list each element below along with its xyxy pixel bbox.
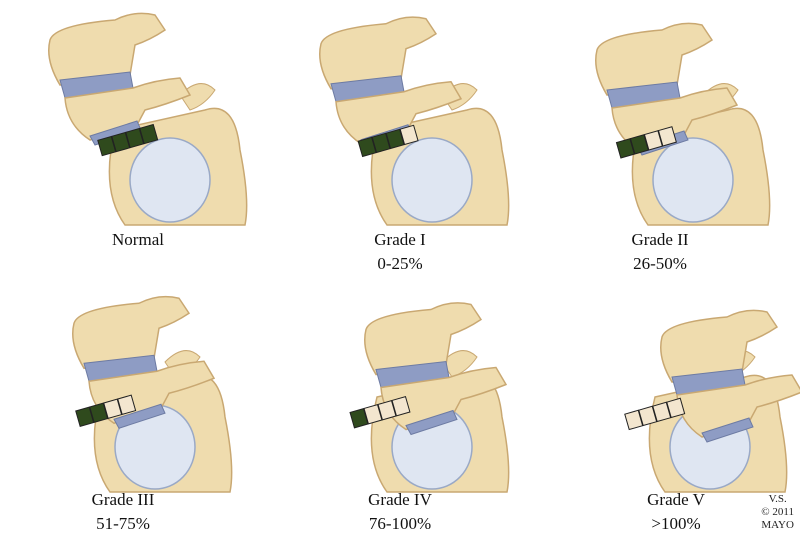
- grade-square: [643, 130, 663, 151]
- grade-square: [97, 135, 117, 157]
- grade-square: [624, 409, 644, 431]
- grade-square: [111, 131, 131, 153]
- grade-square: [103, 398, 123, 420]
- disc-l5-s1: [405, 409, 458, 436]
- sacral-facet: [179, 83, 216, 111]
- disc-l5-s1: [701, 417, 754, 443]
- grade-square: [75, 406, 95, 428]
- vertebra-l4: [660, 309, 779, 383]
- disc-l5-s1: [113, 403, 166, 429]
- vertebra-l5: [64, 77, 192, 141]
- panel-grade-2: [528, 0, 794, 267]
- grade-square: [615, 138, 635, 159]
- grade-square: [666, 397, 686, 419]
- grade-square: [657, 126, 677, 147]
- artist-signature: V.S. © 2011 MAYO: [761, 493, 794, 531]
- grade-square: [125, 127, 145, 149]
- lumbar-spine: [660, 309, 800, 443]
- panel-grade-5: [545, 267, 800, 534]
- grade-square: [629, 134, 649, 155]
- grade-square: [139, 123, 159, 145]
- vertebra-l4: [48, 12, 167, 86]
- sacral-ala: [129, 137, 211, 223]
- grade-square: [349, 407, 369, 429]
- vertebra-l5: [676, 374, 800, 438]
- label-normal: Normal: [112, 230, 164, 249]
- grade-square: [399, 124, 419, 146]
- grade-square: [363, 403, 383, 425]
- vertebra-l5: [335, 80, 463, 145]
- grade-square: [377, 399, 397, 421]
- label-grade-5: Grade V>100%: [647, 490, 705, 533]
- grade-square: [652, 401, 672, 423]
- grade-square: [117, 394, 137, 416]
- grade-square: [89, 402, 109, 424]
- grade-square: [638, 405, 658, 427]
- panel-normal: [5, 0, 271, 267]
- vertebra-l4: [72, 295, 191, 370]
- grade-square: [357, 136, 377, 158]
- vertebra-l4: [319, 16, 438, 90]
- vertebra-l4: [595, 22, 714, 96]
- sacral-ala: [391, 137, 473, 223]
- panel-grade-4: [267, 267, 533, 534]
- grade-square: [385, 128, 405, 150]
- panel-grade-3: [0, 267, 256, 534]
- sacral-ala: [652, 137, 734, 223]
- grade-square: [371, 132, 391, 154]
- panel-grade-1: [267, 0, 533, 267]
- vertebra-l4: [364, 302, 483, 376]
- grade-square: [391, 395, 411, 417]
- lumbar-spine: [364, 302, 508, 436]
